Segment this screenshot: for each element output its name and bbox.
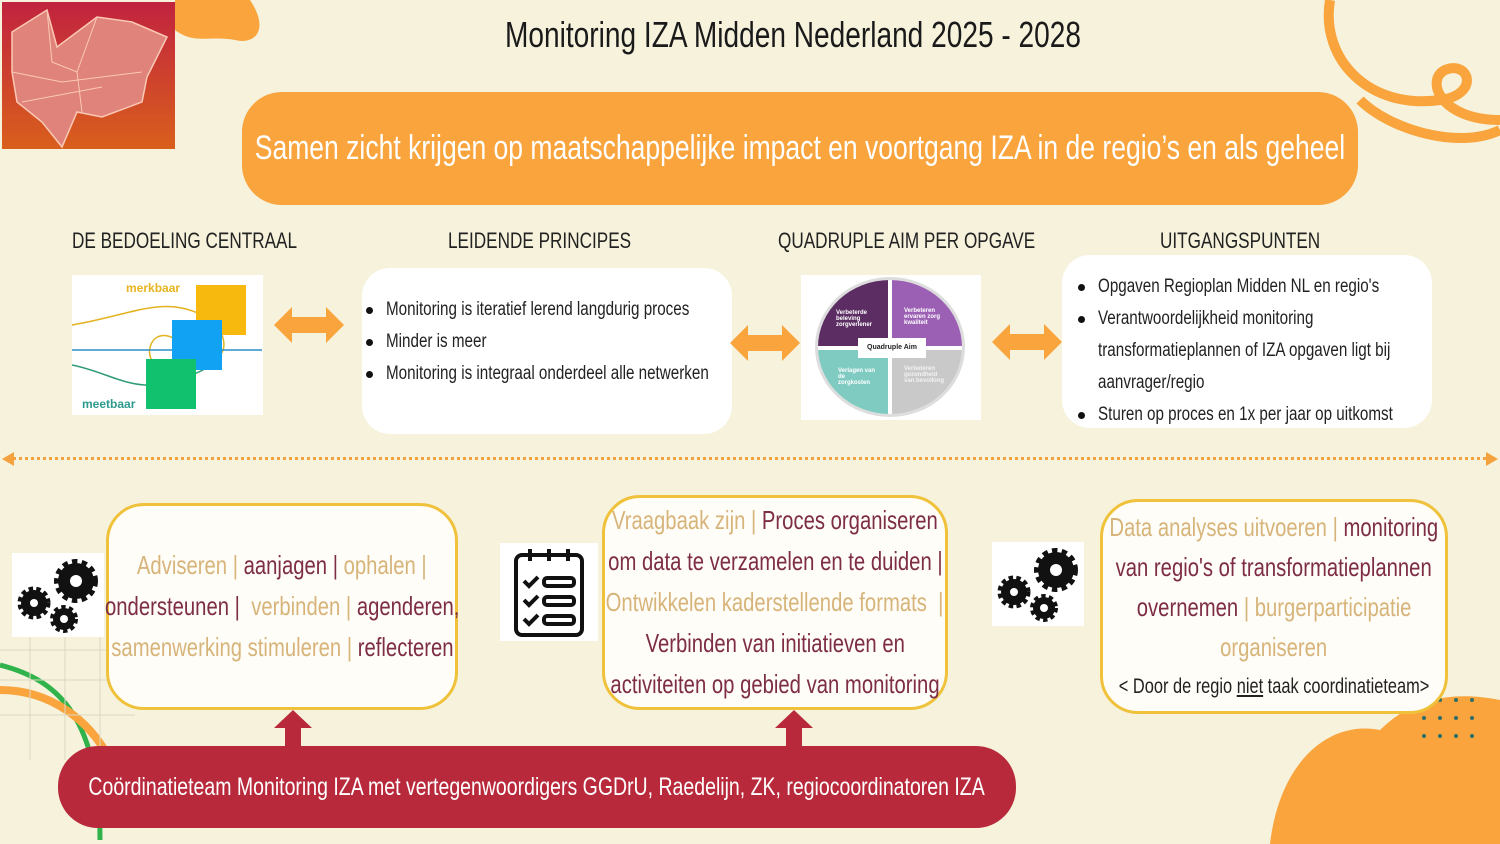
task-segment: ondersteunen | [104, 591, 246, 621]
heading-principes: LEIDENDE PRINCIPES [448, 228, 632, 253]
task-line: Vraagbaak zijn | Proces organiseren [612, 500, 938, 541]
task-line: samenwerking stimuleren | reflecteren [111, 627, 453, 668]
heading-quadruple: QUADRUPLE AIM PER OPGAVE [778, 228, 1036, 253]
quadrant-label: Verlagen van de zorgkosten [838, 368, 876, 386]
task-segment: Verbinden van initiatieven en [645, 628, 905, 658]
task-line: Ontwikkelen kaderstellende formats | [606, 582, 944, 623]
task-segment: organiseren [1220, 631, 1328, 662]
heading-uitgangspunten: UITGANGSPUNTEN [1160, 228, 1321, 253]
task-segment: Proces organiseren [762, 505, 938, 535]
quadruple-aim-image: Verbeterde beleving zorgverlener Verbete… [801, 275, 981, 420]
double-arrow-icon [992, 324, 1062, 360]
task-segment: | burgerparticipatie [1243, 591, 1412, 622]
principes-card: Monitoring is iteratief lerend langdurig… [362, 268, 732, 434]
uitgangspunt-continuation: transformatieplannen of IZA opgaven ligt… [1098, 340, 1391, 361]
note-text: taak coordinatieteam> [1263, 674, 1430, 698]
coordination-team-banner: Coördinatieteam Monitoring IZA met verte… [58, 746, 1016, 828]
task-line: organiseren [1220, 627, 1327, 667]
uitgangspunt-continuation: aanvrager/regio [1098, 372, 1205, 393]
task-line: overnemen | burgerparticipatie [1137, 587, 1412, 627]
uitgangspunt-item: Verantwoordelijkheid monitoring [1076, 303, 1432, 335]
principle-item: Monitoring is iteratief lerend langdurig… [364, 294, 732, 326]
task-segment: Ontwikkelen kaderstellende formats | [606, 587, 944, 617]
note-text: < Door de regio [1118, 674, 1237, 698]
gears-icon [12, 553, 104, 637]
up-arrow-icon [775, 710, 813, 748]
double-arrow-icon [730, 325, 800, 361]
task-segment: Data analyses uitvoeren | [1109, 511, 1344, 542]
quadrant-label: Verbeteren ervaren zorg kwaliteit [904, 308, 941, 326]
uitgangspunt-item: Sturen op proces en 1x per jaar op uitko… [1076, 399, 1432, 431]
quadrant-label: Verbeterde beleving zorgverlener [836, 310, 873, 328]
uitgangspunt-item: Opgaven Regioplan Midden NL en regio's [1076, 271, 1432, 303]
dotted-divider [8, 457, 1492, 460]
arrowhead-right-icon [1486, 452, 1498, 466]
task-line: activiteiten op gebied van monitoring [610, 664, 939, 705]
task-line: Adviseren | aanjagen | ophalen | [137, 545, 427, 586]
task-box-advisory: Adviseren | aanjagen | ophalen |onderste… [105, 503, 459, 710]
checklist-icon [500, 543, 598, 641]
task-note: < Door de regio niet taak coordinatietea… [1119, 667, 1430, 707]
double-arrow-icon [274, 307, 344, 343]
task-segment: aanjagen [243, 550, 333, 580]
task-segment: van regio's of transformatieplannen [1115, 551, 1433, 582]
task-line: van regio's of transformatieplannen [1116, 547, 1432, 587]
mission-text: Samen zicht krijgen op maatschappelijke … [254, 129, 1346, 167]
task-segment: verbinden | [245, 591, 357, 621]
principle-item: Monitoring is integraal onderdeel alle n… [364, 358, 732, 390]
task-box-data: Data analyses uitvoeren | monitoring van … [1100, 499, 1448, 714]
task-line: om data te verzamelen en te duiden | [608, 541, 942, 582]
task-segment: Vraagbaak zijn | [612, 505, 763, 535]
uitgangspunten-card: Opgaven Regioplan Midden NL en regio's V… [1062, 255, 1432, 428]
task-segment: Adviseren [137, 550, 233, 580]
gears-icon [992, 542, 1084, 626]
region-map-image [2, 2, 175, 149]
task-line: Data analyses uitvoeren | monitoring [1110, 507, 1439, 547]
task-segment: om data te verzamelen en te duiden | [607, 546, 943, 576]
arrowhead-left-icon [2, 452, 14, 466]
merkbaar-label: merkbaar [126, 281, 181, 295]
task-segment: overnemen [1136, 591, 1244, 622]
task-segment: monitoring [1343, 511, 1439, 542]
quadruple-center-label: Quadruple Aim [858, 338, 926, 358]
task-line: Verbinden van initiatieven en [645, 623, 904, 664]
page-title: Monitoring IZA Midden Nederland 2025 - 2… [504, 14, 1082, 55]
task-segment: | [232, 550, 244, 580]
meetbaar-label: meetbaar [82, 397, 136, 411]
quadrant-label: Verbeteren gezondheid van bevolking [904, 366, 945, 384]
merkbaar-meetbaar-image: merkbaar meetbaar [72, 275, 263, 415]
task-line: ondersteunen | verbinden | agenderen, [105, 586, 459, 627]
task-segment: reflecteren [357, 632, 454, 662]
task-segment: ophalen | [343, 550, 427, 580]
task-segment: | [332, 550, 344, 580]
map-icon [11, 8, 169, 149]
heading-bedoeling: DE BEDOELING CENTRAAL [72, 228, 298, 253]
task-segment: agenderen, [356, 591, 460, 621]
principle-item: Minder is meer [364, 326, 732, 358]
coordination-text: Coördinatieteam Monitoring IZA met verte… [88, 772, 986, 801]
task-segment: samenwerking stimuleren | [110, 632, 358, 662]
task-box-process: Vraagbaak zijn | Proces organiseren om da… [602, 495, 948, 710]
task-segment: activiteiten op gebied van monitoring [610, 669, 940, 699]
mission-banner: Samen zicht krijgen op maatschappelijke … [242, 92, 1358, 205]
up-arrow-icon [274, 710, 312, 748]
note-emphasis: niet [1236, 674, 1264, 698]
